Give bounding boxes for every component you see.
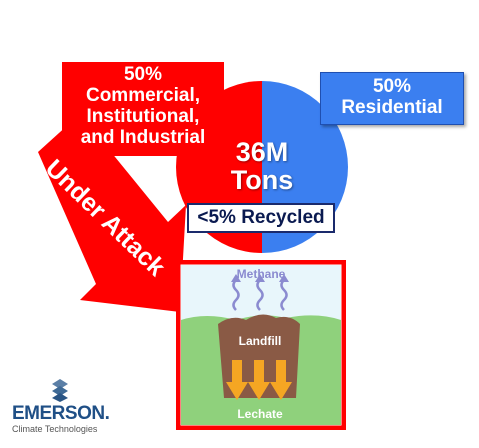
commercial-line2: Institutional, — [86, 106, 200, 127]
residential-box: 50% Residential — [320, 72, 464, 125]
methane-arrowheads — [231, 274, 289, 282]
tons-unit: Tons — [230, 165, 294, 196]
commercial-box: 50% Commercial, Institutional, and Indus… — [62, 62, 224, 156]
residential-label: Residential — [341, 97, 443, 118]
lechate-label: Lechate — [237, 407, 283, 421]
landfill-illustration: Methane Landfill Lechate — [176, 260, 346, 430]
emerson-logo-name: EMERSON. — [12, 403, 110, 424]
lechate-arrows — [226, 360, 292, 400]
total-tons: 36M Tons — [212, 138, 312, 195]
methane-label: Methane — [237, 267, 286, 281]
arrow-shape — [38, 114, 186, 312]
recycled-label: <5% Recycled — [187, 203, 335, 233]
commercial-percent: 50% — [123, 64, 163, 85]
landfill-label: Landfill — [239, 334, 282, 348]
residential-percent: 50% — [372, 76, 412, 97]
commercial-line3: and Industrial — [80, 127, 206, 148]
commercial-line1: Commercial, — [85, 85, 201, 106]
methane-wisps — [232, 279, 288, 311]
emerson-logo-tagline: Climate Technologies — [12, 424, 98, 434]
emerson-logo-icon — [52, 379, 68, 402]
tons-value: 36M — [235, 137, 289, 167]
